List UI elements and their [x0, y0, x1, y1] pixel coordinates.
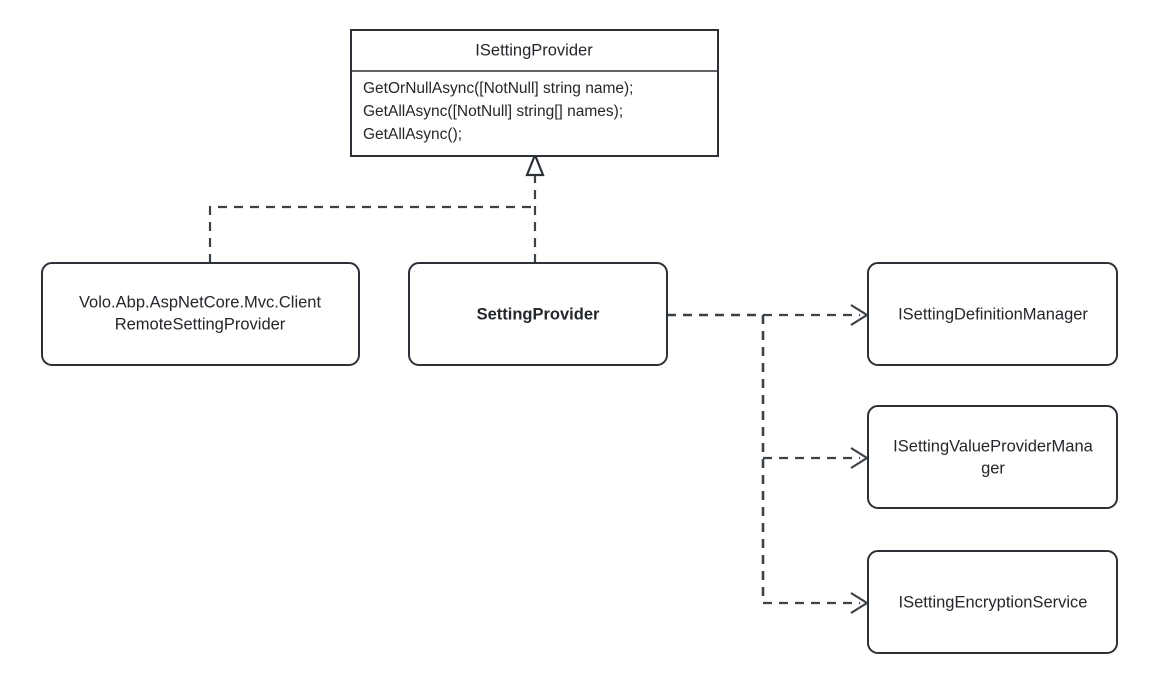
node-setting-encryption-service[interactable]: ISettingEncryptionService: [867, 550, 1118, 654]
node-setting-definition-manager[interactable]: ISettingDefinitionManager: [867, 262, 1118, 366]
node-setting-provider-label: SettingProvider: [477, 305, 600, 323]
edge-dependency-trunk: [667, 313, 765, 603]
node-setting-value-provider-manager-box: [867, 405, 1118, 509]
node-remote-setting-provider-label-line-1: RemoteSettingProvider: [115, 315, 286, 333]
node-remote-setting-provider[interactable]: Volo.Abp.AspNetCore.Mvc.Client RemoteSet…: [41, 262, 360, 366]
node-isettingprovider[interactable]: ISettingProvider GetOrNullAsync([NotNull…: [350, 29, 719, 157]
edge-dependency-setting-encryption-service: [763, 592, 870, 614]
edge-layer: [208, 152, 870, 614]
node-isettingprovider-member-0: GetOrNullAsync([NotNull] string name);: [363, 80, 633, 97]
node-setting-encryption-service-label: ISettingEncryptionService: [899, 593, 1088, 611]
node-isettingprovider-member-2: GetAllAsync();: [363, 126, 462, 143]
node-setting-provider-box: [408, 262, 668, 366]
node-setting-value-provider-manager-label-line-1: ger: [981, 459, 1005, 477]
node-isettingprovider-title: ISettingProvider: [475, 41, 593, 59]
edge-realization-remote-setting-provider: [208, 205, 535, 263]
node-setting-encryption-service-box: [867, 550, 1118, 654]
node-remote-setting-provider-label-line-0: Volo.Abp.AspNetCore.Mvc.Client: [79, 293, 322, 311]
node-isettingprovider-box: [350, 29, 719, 157]
node-setting-definition-manager-label: ISettingDefinitionManager: [898, 305, 1088, 323]
node-setting-value-provider-manager[interactable]: ISettingValueProviderMana ger: [867, 405, 1118, 509]
inheritance-arrowhead-icon: [525, 152, 545, 177]
node-setting-definition-manager-box: [867, 262, 1118, 366]
edge-dependency-setting-definition-manager: [763, 304, 870, 326]
node-setting-value-provider-manager-label-line-0: ISettingValueProviderMana: [893, 437, 1093, 455]
node-remote-setting-provider-box: [41, 262, 360, 366]
node-isettingprovider-member-1: GetAllAsync([NotNull] string[] names);: [363, 103, 623, 120]
node-setting-provider[interactable]: SettingProvider: [408, 262, 668, 366]
edge-dependency-setting-value-provider-manager: [763, 447, 870, 469]
